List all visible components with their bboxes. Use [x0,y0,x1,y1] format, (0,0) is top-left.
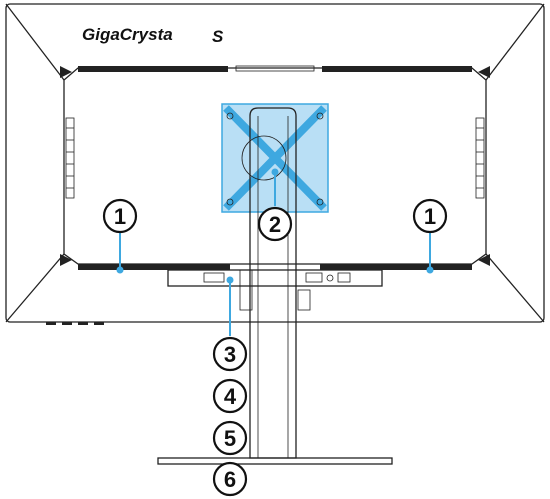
monitor-body [5,3,545,325]
monitor-stand [157,107,393,465]
right-side-vent [475,117,485,199]
callout-vesa-left-label: 1 [114,204,126,229]
port-panel [167,269,383,287]
callout-stand-mount: 2 [257,206,293,242]
brand-logo: GigaCrysta S [82,25,224,46]
callout-vesa-right: 1 [412,198,448,234]
callout-port-3: 5 [212,420,248,456]
control-buttons [46,322,104,325]
callout-port-2-label: 4 [224,384,237,409]
callout-port-2: 4 [212,378,248,414]
callout-port-3-label: 5 [224,426,236,451]
callout-port-4-label: 6 [224,467,236,492]
callout-port-1-label: 3 [224,342,236,367]
callout-port-4: 6 [212,461,248,497]
brand-logo-text: GigaCrysta [82,25,173,44]
callout-stand-mount-label: 2 [269,212,281,237]
callout-vesa-right-label: 1 [424,204,436,229]
callout-port-1: 3 [212,336,248,372]
callout-vesa-left: 1 [102,198,138,234]
left-side-vent [65,117,75,199]
brand-logo-mark: S [212,27,224,46]
callout-leaders [116,168,434,336]
